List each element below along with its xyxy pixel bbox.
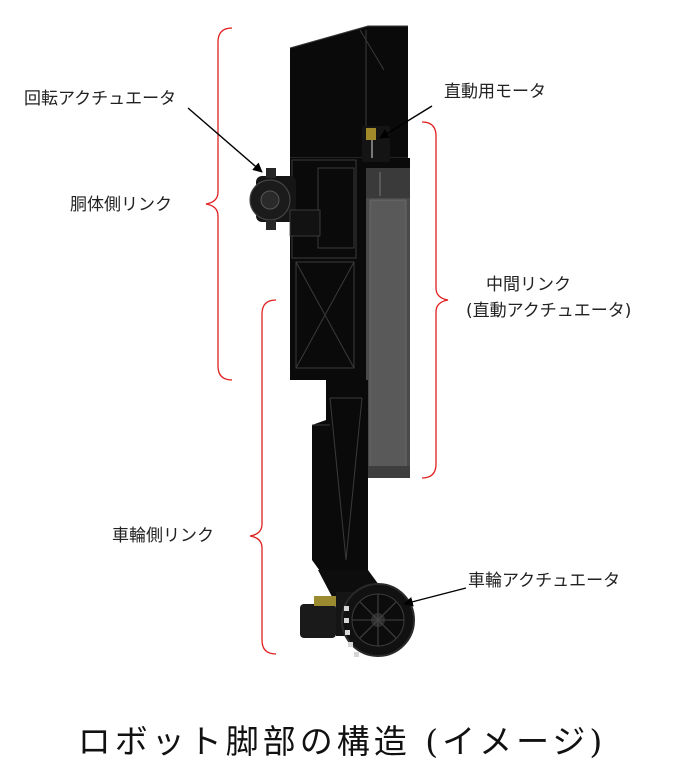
rotary-actuator-part bbox=[249, 168, 321, 237]
rotary-actuator-label: 回転アクチュエータ bbox=[24, 89, 176, 109]
middle-link-sublabel: (直動アクチュエータ) bbox=[466, 301, 631, 321]
rotary-actuator-arrow bbox=[187, 107, 263, 173]
body-link-bracket bbox=[205, 27, 233, 381]
middle-link-label: 中間リンク bbox=[486, 275, 571, 295]
wheel-actuator-label: 車輪アクチュエータ bbox=[468, 571, 620, 591]
middle-link-actuator bbox=[366, 168, 410, 478]
linear-motor-part bbox=[362, 126, 390, 162]
wheel-link-bracket bbox=[249, 299, 277, 655]
linear-motor-arrow bbox=[379, 105, 433, 139]
wheel-actuator-arrow bbox=[403, 587, 467, 607]
figure-caption: ロボット脚部の構造 (イメージ) bbox=[78, 722, 607, 761]
wheel-link-structure bbox=[312, 380, 368, 585]
body-link-label: 胴体側リンク bbox=[70, 195, 172, 215]
middle-link-bracket bbox=[421, 121, 449, 479]
wheel-link-label: 車輪側リンク bbox=[112, 526, 214, 546]
wheel-actuator-part bbox=[300, 570, 415, 657]
linear-motor-label: 直動用モータ bbox=[444, 82, 546, 102]
